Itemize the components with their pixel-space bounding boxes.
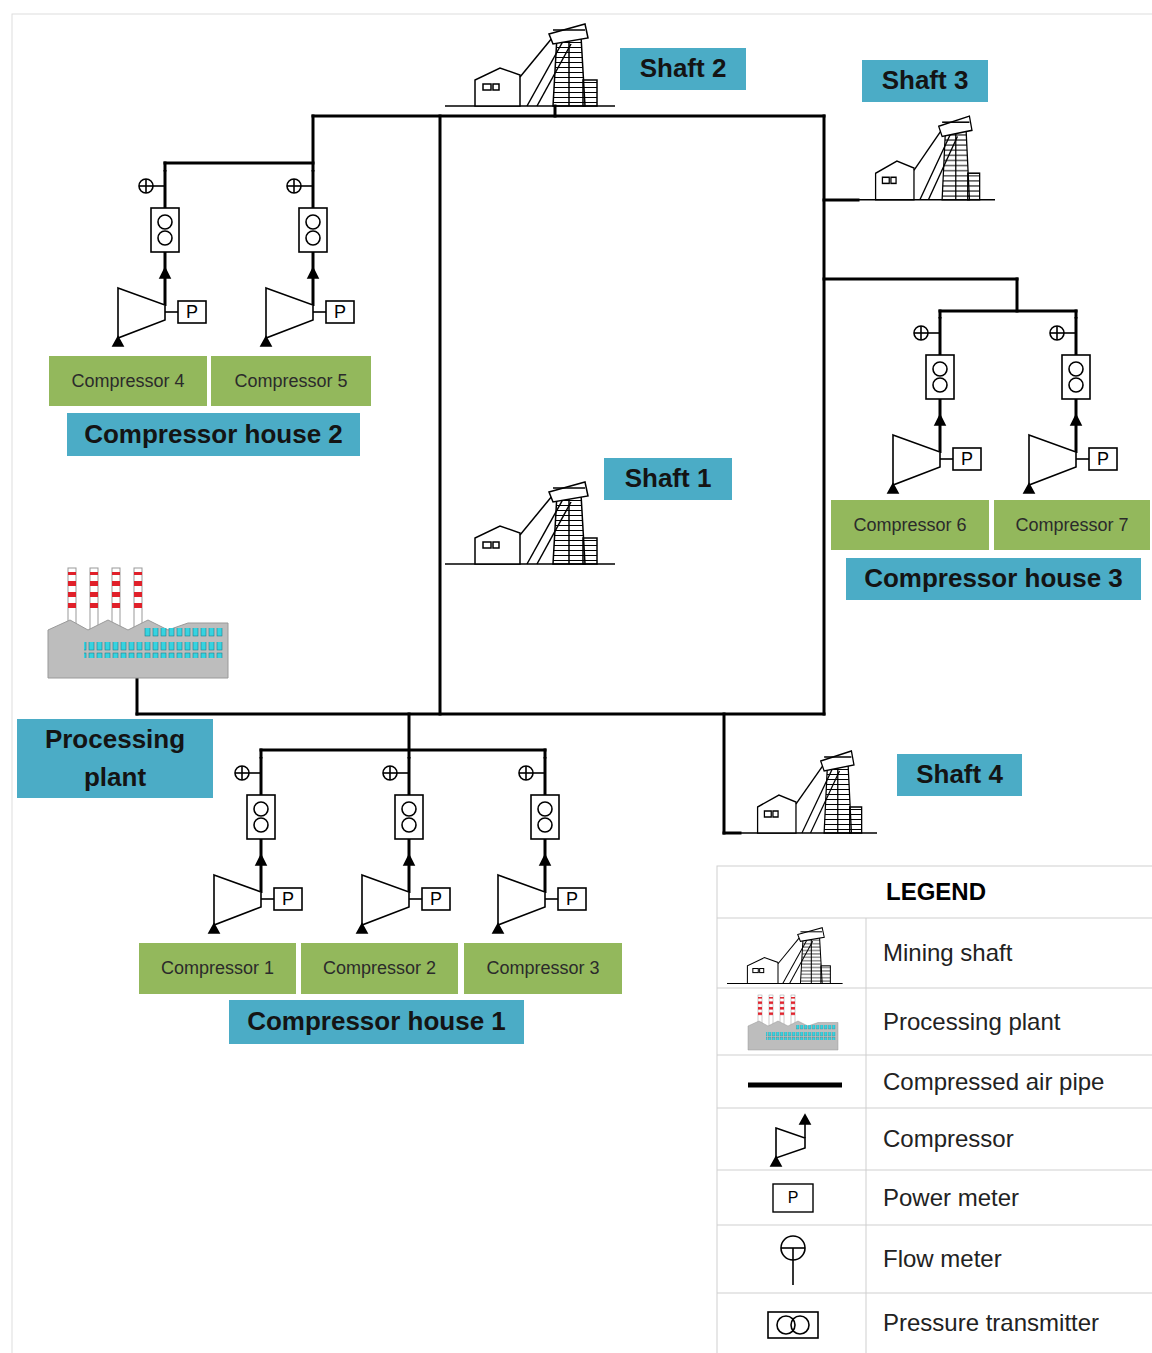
legend-text: Power meter: [883, 1170, 1019, 1225]
location-label: Compressor house 1: [229, 1000, 524, 1044]
power-meter-label: P: [1089, 448, 1117, 470]
legend-text: Pressure transmitter: [883, 1293, 1099, 1353]
location-label: Compressor house 3: [846, 558, 1141, 600]
power-meter-label: P: [326, 301, 354, 323]
location-label: Compressor house 2: [67, 413, 360, 456]
compressor-unit: [1024, 317, 1117, 493]
location-label: Shaft 4: [897, 754, 1022, 796]
location-label: Shaft 3: [862, 60, 988, 102]
node-text: Shaft 3: [882, 62, 969, 100]
node-text: Compressor house 2: [84, 416, 343, 454]
legend-plant-sample: [748, 995, 838, 1050]
power-meter-label: P: [422, 888, 450, 910]
frame: [12, 14, 1152, 1353]
power-meter-label: P: [953, 448, 981, 470]
node-text: Processing plant: [25, 721, 205, 796]
node-text: Shaft 4: [916, 756, 1003, 794]
node-text: Shaft 2: [640, 50, 727, 88]
compressor-unit: [888, 317, 981, 493]
location-label: Processing plant: [17, 719, 213, 798]
node-text: Compressor 5: [234, 371, 347, 392]
mining-shaft-icon: [445, 482, 615, 564]
mining-shaft-icon: [732, 751, 877, 833]
location-label: Shaft 1: [604, 458, 732, 500]
legend-flow-meter-sample: [781, 1236, 805, 1285]
legend-shaft-sample: [727, 928, 843, 984]
legend-text: Compressor: [883, 1108, 1014, 1170]
compressor-label: Compressor 2: [301, 943, 458, 994]
power-meter-label: P: [274, 888, 302, 910]
legend-table: [717, 866, 1152, 1353]
legend-compressor-sample: [771, 1115, 810, 1166]
node-text: Compressor 2: [323, 958, 436, 979]
legend-text: Compressed air pipe: [883, 1055, 1104, 1108]
compressor-label: Compressor 6: [831, 500, 989, 550]
legend-pipe-sample: [748, 1083, 842, 1088]
legend-text: Flow meter: [883, 1225, 1002, 1293]
compressor-label: Compressor 5: [211, 356, 371, 406]
node-text: Compressor 4: [71, 371, 184, 392]
node-text: Shaft 1: [625, 460, 712, 498]
compressor-label: Compressor 4: [49, 356, 207, 406]
compressor-label: Compressor 3: [464, 943, 622, 994]
node-text: Compressor house 3: [864, 560, 1123, 598]
power-meter-label: P: [773, 1184, 813, 1212]
compressor-unit: [357, 757, 450, 933]
legend-power-meter-sample: [773, 1184, 813, 1212]
compressed-air-pipes: [137, 106, 1076, 833]
compressor-label: Compressor 1: [139, 943, 296, 994]
legend-text: Processing plant: [883, 988, 1060, 1055]
node-text: Compressor house 1: [247, 1003, 506, 1041]
location-label: Shaft 2: [620, 48, 746, 90]
compressor-unit: [113, 170, 206, 346]
compressor-unit: [493, 757, 586, 933]
node-text: Compressor 3: [486, 958, 599, 979]
node-text: Compressor 6: [853, 515, 966, 536]
compressor-label: Compressor 7: [994, 500, 1150, 550]
power-meter-label: P: [558, 888, 586, 910]
mining-shaft-icon: [850, 116, 995, 200]
legend-title: LEGEND: [866, 872, 1006, 912]
power-meter-label: P: [178, 301, 206, 323]
node-text: Compressor 1: [161, 958, 274, 979]
mining-shaft-icon: [445, 24, 615, 106]
node-text: Compressor 7: [1015, 515, 1128, 536]
processing-plant-icon: [48, 568, 228, 678]
compressor-unit: [209, 757, 302, 933]
legend-text: Mining shaft: [883, 918, 1012, 988]
legend-pressure-transmitter-sample: [768, 1312, 818, 1338]
compressor-unit: [261, 170, 354, 346]
